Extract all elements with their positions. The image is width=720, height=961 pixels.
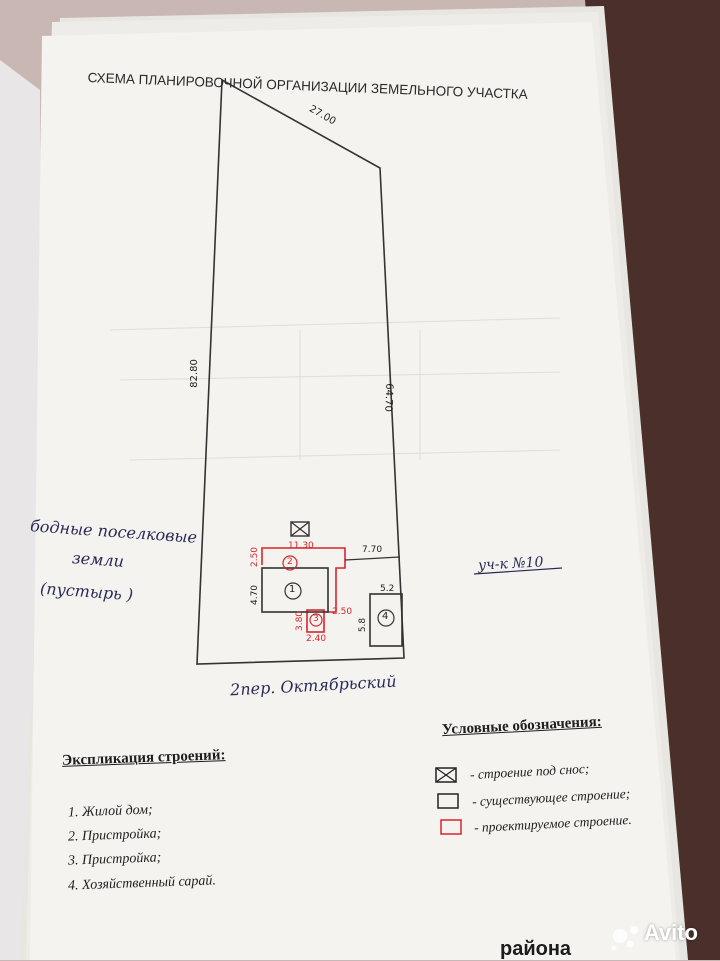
explication-item-2: 2. Пристройка; [67,826,162,845]
neighbor-label: уч-к №10 [477,554,544,574]
dim-shed-side: 5.8 [358,617,369,633]
dim-house-height: 4.70 [250,584,261,606]
legend-projected-icon [440,819,462,835]
setback-line [344,556,401,561]
dim-shed-top: 5.2 [380,584,395,594]
main-sheet [30,22,676,960]
annex3-number: 3 [313,614,319,624]
dim-right-edge: 64.70 [382,382,395,413]
annex3-number-circle [309,613,323,627]
annex2-number-circle [282,555,298,571]
house-number-circle [284,582,302,600]
dim-annex-right: 2.50 [332,607,353,617]
dim-setback: 7.70 [362,545,383,555]
dim-annex-width: 2.40 [306,634,327,644]
dim-left-edge: 82.80 [188,359,200,388]
dim-red-left: 2.50 [250,546,261,568]
avito-watermark: Avito [643,920,698,945]
bleed-through [109,317,561,461]
legend-existing-icon [437,793,459,809]
annex2-number: 2 [287,557,293,567]
free-land-line2: земли [71,548,125,571]
neighbor-underline [473,567,563,575]
demolish-symbol [290,521,310,537]
explication-item-3: 3. Пристройка; [67,850,162,869]
shed-number-circle [377,609,395,627]
house-number: 1 [289,584,296,595]
dim-building-top: 11.30 [288,541,314,551]
footer-partial-text: района [500,938,572,960]
shed-number: 4 [382,611,389,622]
dim-annex-height: 3.80 [295,610,306,632]
shed-outline [369,593,403,647]
legend-demolish-icon [435,767,457,783]
explication-item-1: 1. Жилой дом; [67,802,153,821]
avito-logo-icon [611,926,638,951]
projected-outlines [261,547,346,633]
plot-boundary [196,78,405,665]
